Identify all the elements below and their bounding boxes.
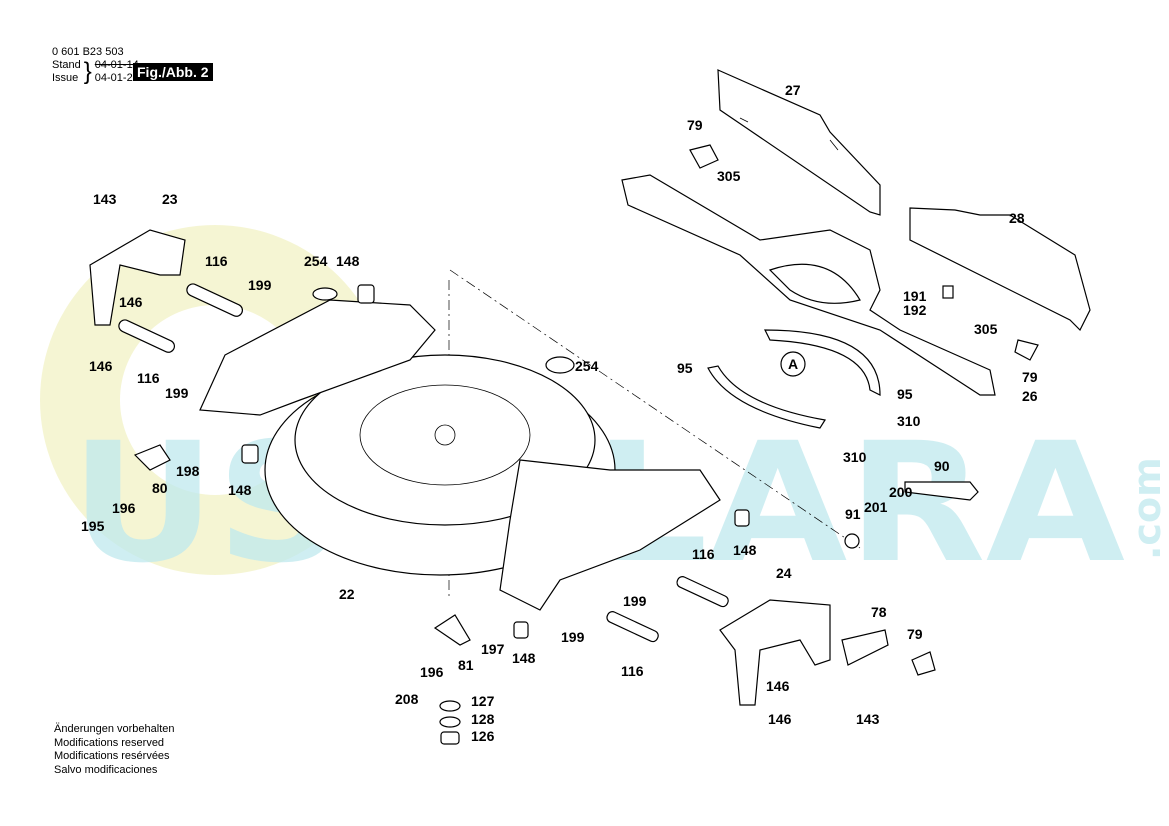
brace-icon: } <box>83 58 92 85</box>
stand-date: 04-01-14 <box>94 59 139 71</box>
modifications-notice: Änderungen vorbehalten Modifications res… <box>54 723 174 777</box>
part-label: 116 <box>137 370 160 386</box>
part-label: 79 <box>907 626 923 642</box>
part-label: 200 <box>889 484 913 500</box>
part-label: 148 <box>733 542 757 558</box>
part-label: 143 <box>856 711 880 727</box>
fence-extension-28 <box>909 207 1091 332</box>
issue-date: 04-01-23 <box>94 72 139 84</box>
part-label: 78 <box>871 604 887 620</box>
part-label: 199 <box>165 385 189 401</box>
part-label: 196 <box>112 500 136 516</box>
part-label: 22 <box>339 586 355 602</box>
bracket-23 <box>89 229 186 326</box>
part-label: 90 <box>934 458 950 474</box>
part-label: 27 <box>785 82 801 98</box>
part-label: 146 <box>768 711 792 727</box>
part-label: 116 <box>205 253 228 269</box>
part-label: 148 <box>512 650 536 666</box>
part-label: 146 <box>766 678 790 694</box>
part-label: 128 <box>471 711 495 727</box>
part-label: 79 <box>1022 369 1038 385</box>
part-label: 148 <box>228 482 252 498</box>
part-label: 95 <box>897 386 913 402</box>
part-label: 148 <box>336 253 360 269</box>
part-label: 80 <box>152 480 168 496</box>
part-label: 254 <box>575 358 599 374</box>
part-label: 146 <box>119 294 143 310</box>
part-label: 199 <box>248 277 272 293</box>
part-label: 201 <box>864 499 888 515</box>
fence-extension-27 <box>717 69 881 216</box>
part-label: 310 <box>897 413 921 429</box>
bracket-24 <box>719 599 831 706</box>
part-label: 197 <box>481 641 505 657</box>
part-label: 191 <box>903 288 927 304</box>
issue-label: Issue <box>52 72 79 84</box>
part-label: 199 <box>623 593 647 609</box>
part-label: 127 <box>471 693 495 709</box>
part-label: 23 <box>162 191 178 207</box>
part-label: 305 <box>974 321 998 337</box>
notice-line: Modifications reserved <box>54 736 165 749</box>
part-label: 198 <box>176 463 200 479</box>
part-label: 208 <box>395 691 419 707</box>
part-label: 126 <box>471 728 495 744</box>
part-label: 192 <box>903 302 927 318</box>
part-label: 91 <box>845 506 861 522</box>
figure-label: Fig./Abb. 2 <box>133 63 213 81</box>
small-parts <box>118 144 1039 745</box>
notice-line: Salvo modificaciones <box>54 763 158 776</box>
notice-line: Modifications resérvées <box>54 750 170 762</box>
part-label: 195 <box>81 518 105 534</box>
stand-label: Stand <box>52 59 81 71</box>
part-label: 143 <box>93 191 117 207</box>
saw-base-22 <box>199 299 721 611</box>
part-label: 254 <box>304 253 328 269</box>
document-header: 0 601 B23 503 Stand Issue } 04-01-14 04-… <box>52 46 139 85</box>
part-label: 26 <box>1022 388 1038 404</box>
part-label: 196 <box>420 664 444 680</box>
part-label: 24 <box>776 565 792 581</box>
arc-parts-95 <box>707 329 881 429</box>
part-label: 95 <box>677 360 693 376</box>
part-number: 0 601 B23 503 <box>52 46 124 58</box>
svg-text:.com: .com <box>1125 457 1169 560</box>
part-label: 146 <box>89 358 113 374</box>
part-label: 310 <box>843 449 867 465</box>
part-label: 79 <box>687 117 703 133</box>
detail-marker-a: A <box>788 356 798 372</box>
part-label: 81 <box>458 657 474 673</box>
part-label: 116 <box>621 663 644 679</box>
part-label: 116 <box>692 546 715 562</box>
fence-26 <box>621 174 996 396</box>
notice-line: Änderungen vorbehalten <box>54 723 175 735</box>
part-label: 28 <box>1009 210 1025 226</box>
part-labels: 27 79 305 28 143 23 116 254 148 199 146 … <box>81 82 1038 744</box>
part-label: 305 <box>717 168 741 184</box>
part-label: 199 <box>561 629 585 645</box>
